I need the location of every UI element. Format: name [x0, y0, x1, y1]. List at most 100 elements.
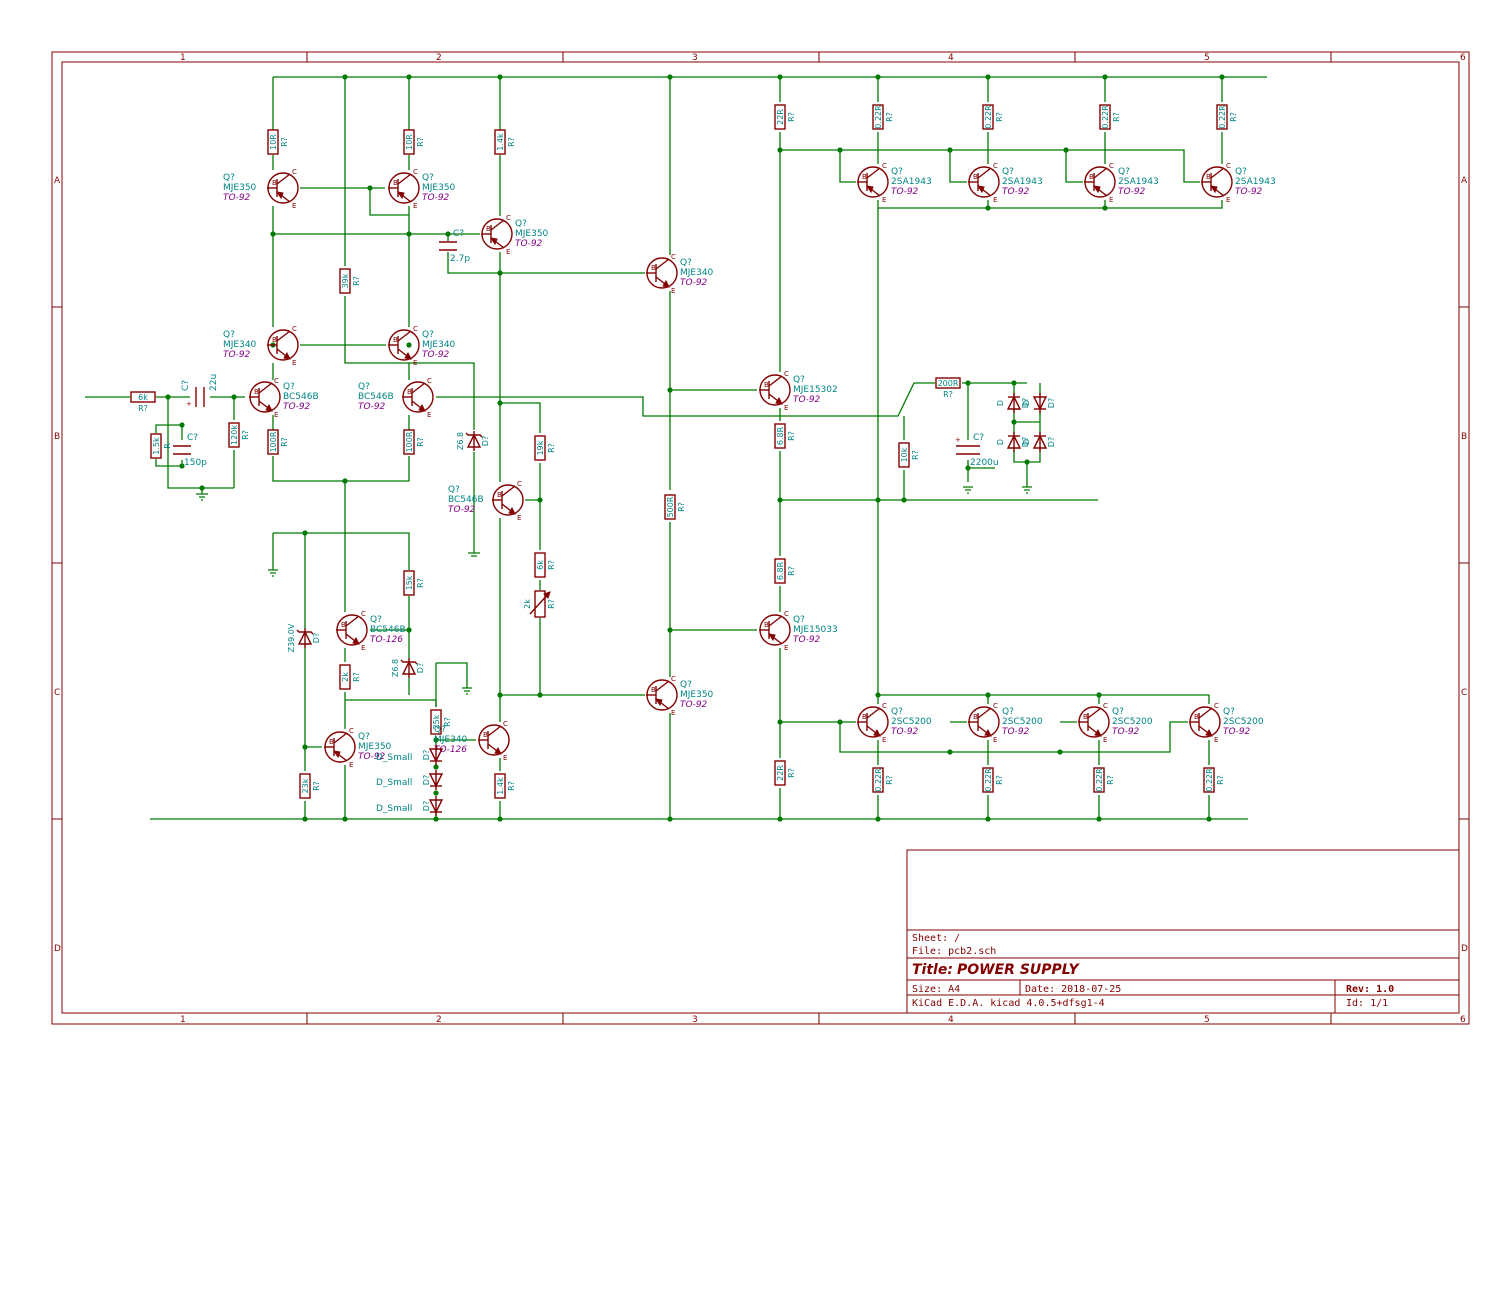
transistor-package: TO-92 — [515, 239, 543, 249]
transistor-package: TO-126 — [370, 635, 403, 645]
pin-c-label: C — [1214, 702, 1219, 710]
col-label-5-top: 5 — [1204, 53, 1210, 63]
resistor-ref: R? — [995, 775, 1004, 785]
pin-e-label: E — [361, 644, 365, 652]
transistor-ref: Q? — [1223, 707, 1235, 717]
col-label-6-bottom: 6 — [1460, 1015, 1466, 1025]
resistor-ref: R? — [1216, 775, 1225, 785]
pin-e-label: E — [1226, 196, 1230, 204]
resistor-value: 1.4k — [496, 133, 505, 151]
resistor-value: 23k — [301, 778, 310, 793]
transistor-ref: Q? — [793, 615, 805, 625]
page-title: POWER SUPPLY — [957, 962, 1081, 978]
transistor-value: 2SA1943 — [1118, 177, 1159, 187]
resistor-ref: R? — [416, 578, 425, 588]
transistor-package: TO-92 — [358, 752, 386, 762]
pin-c-label: C — [413, 168, 418, 176]
pin-e-label: E — [517, 514, 521, 522]
resistor-value: 6.8R — [776, 426, 785, 445]
resistor-value: 0.22R — [874, 768, 883, 792]
pin-e-label: E — [993, 196, 997, 204]
transistor-ref: Q? — [891, 167, 903, 177]
resistor-ref: R? — [352, 276, 361, 286]
transistor-value: BC546B — [358, 392, 394, 402]
resistor-value: 39k — [341, 273, 350, 288]
resistor-ref: R — [163, 443, 172, 449]
electrolytic-capacitor-4: +C?2200u — [955, 433, 999, 468]
transistor-value: 2SC5200 — [1002, 717, 1043, 727]
pin-b-label: B — [272, 336, 277, 344]
resistor-ref: R? — [885, 775, 894, 785]
pin-b-label: B — [1089, 173, 1094, 181]
polarity-mark: + — [186, 400, 192, 408]
capacitor-ref: C? — [187, 433, 198, 443]
resistor-ref: R? — [1112, 112, 1121, 122]
resistor-ref: R? — [507, 781, 516, 791]
pin-c-label: C — [671, 675, 676, 683]
diode-ref: D? — [481, 436, 490, 446]
resistor-ref: R? — [787, 566, 796, 576]
resistor-value: 0.22R — [874, 105, 883, 129]
transistor-package: TO-92 — [422, 193, 450, 203]
transistor-ref: Q? — [680, 258, 692, 268]
pin-c-label: C — [506, 214, 511, 222]
resistor-value: 0.22R — [1095, 768, 1104, 792]
pin-b-label: B — [862, 173, 867, 181]
diode-value: Z6.8 — [391, 659, 400, 677]
transistor-value: 2SA1943 — [1002, 177, 1043, 187]
transistor-ref: Q? — [223, 330, 235, 340]
row-label-b-right: B — [1461, 432, 1467, 442]
transistor-ref: Q? — [680, 680, 692, 690]
pin-e-label: E — [882, 736, 886, 744]
tool-label: KiCad E.D.A. kicad 4.0.5+dfsg1-4 — [912, 998, 1105, 1009]
resistor-ref: R? — [943, 390, 953, 399]
transistor-value: MJE350 — [515, 229, 549, 239]
row-label-c-left: C — [54, 688, 60, 698]
pin-c-label: C — [784, 370, 789, 378]
transistor-package: TO-92 — [283, 402, 311, 412]
diode-ref: D? — [312, 633, 321, 643]
resistor-value: 6k — [138, 393, 148, 402]
resistor-value: 0.22R — [1218, 105, 1227, 129]
col-label-4-bottom: 4 — [948, 1015, 954, 1025]
title-block: Sheet: / File: pcb2.sch Title: POWER SUP… — [906, 849, 1460, 1014]
diode-ref: D? — [1021, 437, 1030, 447]
capacitor-value: 150p — [184, 458, 207, 468]
diode-value: D_Small — [376, 778, 412, 788]
transistor-package: TO-126 — [434, 745, 467, 755]
transistor-ref: Q? — [358, 732, 370, 742]
pin-c-label: C — [882, 702, 887, 710]
resistor-value: 6k — [536, 560, 545, 570]
pin-e-label: E — [671, 709, 675, 717]
resistor-value: 100R — [405, 431, 414, 452]
date-label: Date: 2018-07-25 — [1025, 984, 1121, 995]
pin-c-label: C — [292, 325, 297, 333]
transistor-ref: Q? — [1118, 167, 1130, 177]
transistor-value: BC546B — [448, 495, 484, 505]
transistor-value: MJE15033 — [793, 625, 838, 635]
resistor-value: 19k — [536, 440, 545, 455]
pin-e-label: E — [993, 736, 997, 744]
transistor-value: 2SC5200 — [1112, 717, 1153, 727]
transistor-value: MJE340 — [680, 268, 714, 278]
pin-c-label: C — [1109, 162, 1114, 170]
resistor-value: 22R — [776, 765, 785, 781]
transistor-package: TO-92 — [223, 193, 251, 203]
pin-c-label: C — [1226, 162, 1231, 170]
